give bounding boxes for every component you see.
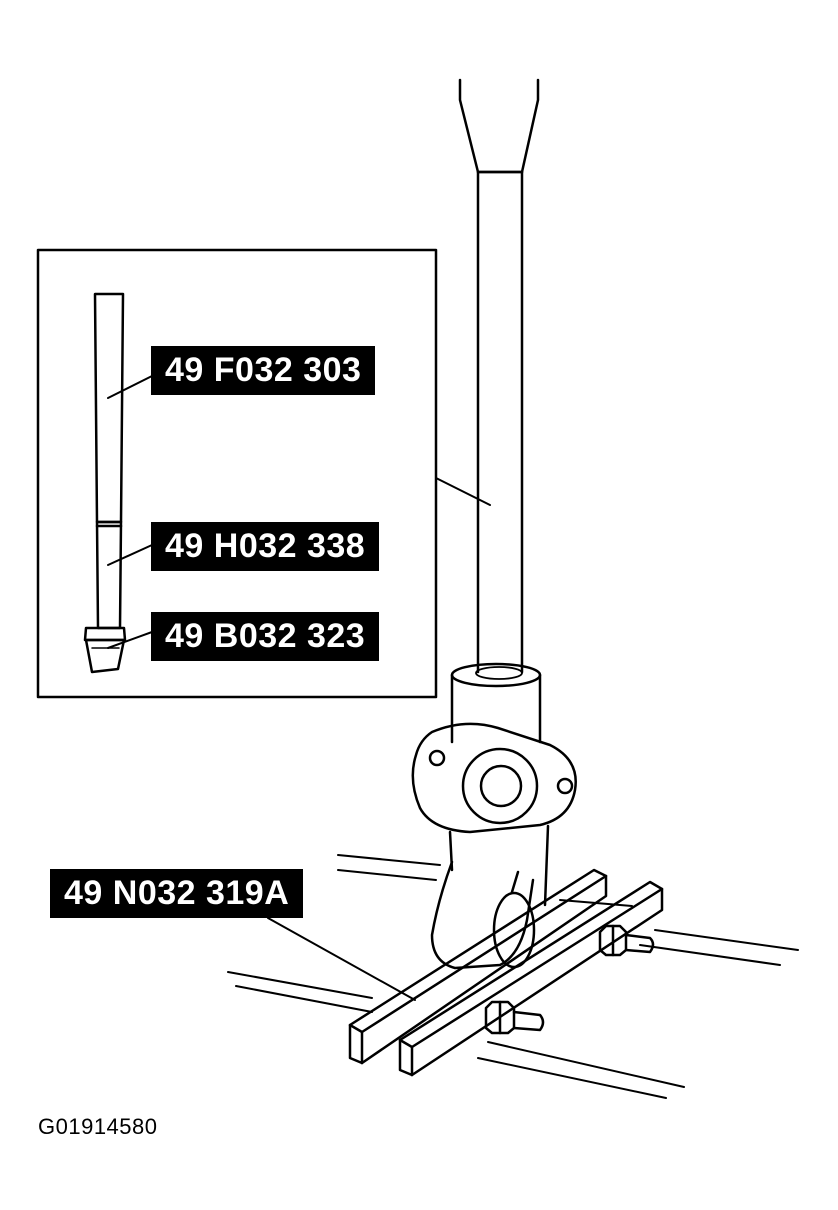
bolt-left bbox=[484, 1000, 545, 1035]
flanged-housing bbox=[411, 722, 577, 907]
leader-adapter bbox=[107, 544, 153, 566]
label-main-tool: 49 F032 303 bbox=[151, 346, 376, 395]
leader-main-tool bbox=[107, 375, 153, 399]
rails bbox=[227, 854, 799, 1099]
inset-installer-bar bbox=[93, 292, 125, 630]
inset-frame bbox=[36, 248, 438, 699]
collar bbox=[450, 662, 542, 744]
lower-arm bbox=[430, 860, 536, 970]
inset-tip-attachment bbox=[83, 626, 127, 674]
label-tip: 49 B032 323 bbox=[151, 612, 380, 661]
leader-tip bbox=[107, 631, 153, 649]
leader-inset-to-shaft bbox=[435, 477, 491, 506]
leader-holder bbox=[267, 917, 416, 1001]
bolt-right bbox=[598, 924, 655, 957]
label-holder: 49 N032 319A bbox=[50, 869, 304, 918]
figure-id: G01914580 bbox=[38, 1114, 158, 1139]
label-adapter: 49 H032 338 bbox=[151, 522, 380, 571]
holder-bars bbox=[348, 868, 664, 1077]
main-shaft bbox=[458, 78, 540, 674]
